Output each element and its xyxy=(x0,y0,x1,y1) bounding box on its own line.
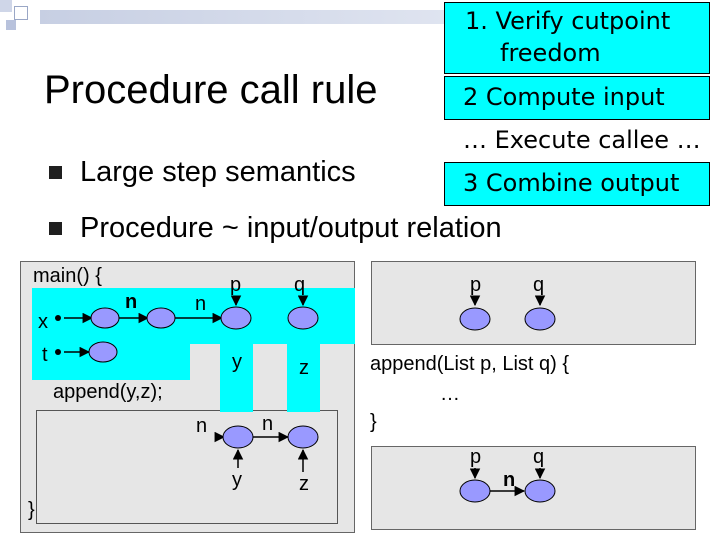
field-n-label: n xyxy=(196,415,208,437)
callee-entry-panel xyxy=(371,261,696,345)
field-n-label: n xyxy=(125,291,138,313)
var-q-label: q xyxy=(533,446,545,468)
main-close-brace: } xyxy=(28,499,35,521)
field-n-label: n xyxy=(262,413,274,435)
append-signature-code: append(List p, List q) { xyxy=(370,353,570,375)
main-lower-frame xyxy=(36,410,338,524)
var-z-label: z xyxy=(299,357,309,379)
step-verify-cutpoint: 1. Verify cutpoint freedom xyxy=(444,2,710,74)
bullet-procedure-relation: Procedure ~ input/output relation xyxy=(80,212,502,244)
bullet-marker xyxy=(49,166,62,179)
var-q-label: q xyxy=(294,274,306,296)
var-p-label: p xyxy=(230,274,242,296)
append-body-ellipsis: … xyxy=(440,383,460,405)
step-compute-input: 2 Compute input xyxy=(444,76,710,120)
var-p-label: p xyxy=(470,274,482,296)
bullet-marker xyxy=(49,222,62,235)
append-close-brace: } xyxy=(370,411,377,433)
field-n-label: n xyxy=(195,293,207,315)
var-q-label: q xyxy=(533,274,545,296)
step-combine-output: 3 Combine output xyxy=(444,162,710,206)
var-y-label: y xyxy=(232,351,242,373)
callee-entry-graph xyxy=(459,295,556,331)
step-execute-callee: … Execute callee … xyxy=(463,126,701,154)
var-p-label: p xyxy=(470,446,482,468)
callee-exit-graph xyxy=(459,468,556,503)
bullet-large-step: Large step semantics xyxy=(80,156,356,188)
field-n-label: n xyxy=(503,469,516,491)
append-call-code: append(y,z); xyxy=(53,381,163,403)
var-y-label: y xyxy=(232,469,242,491)
main-open-code: main() { xyxy=(33,265,102,287)
corner-decoration xyxy=(0,0,40,40)
main-heap-bottom xyxy=(214,425,319,472)
var-z-label: z xyxy=(299,473,309,495)
var-t-label: t xyxy=(42,344,48,366)
highlight-region-main xyxy=(32,288,190,380)
main-heap-top xyxy=(55,295,319,363)
page-title: Procedure call rule xyxy=(44,68,378,112)
var-x-label: x xyxy=(38,311,48,333)
